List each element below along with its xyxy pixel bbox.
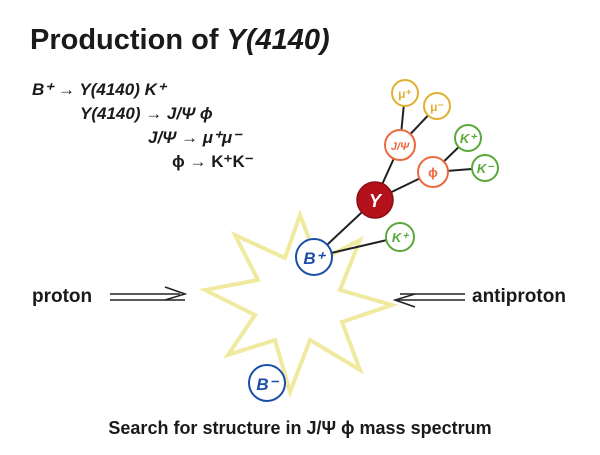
equation-1: B⁺ → Y(4140) K⁺ bbox=[32, 80, 166, 99]
equation-4: ϕ → K⁺K⁻ bbox=[172, 152, 254, 171]
svg-text:ϕ: ϕ bbox=[428, 165, 438, 180]
svg-text:Y: Y bbox=[369, 191, 383, 211]
particle-k-minus: K⁻ bbox=[471, 154, 499, 182]
svg-text:K⁻: K⁻ bbox=[477, 161, 495, 176]
equation-2: Y(4140) → J/Ψ ϕ bbox=[80, 104, 213, 123]
svg-text:J/Ψ: J/Ψ bbox=[391, 141, 410, 153]
svg-text:μ⁻: μ⁻ bbox=[430, 100, 444, 114]
particle-b-minus: B⁻ bbox=[248, 364, 286, 402]
proton-label: proton bbox=[32, 286, 93, 307]
particle-mu-plus: μ⁺ bbox=[391, 79, 419, 107]
antiproton-label: antiproton bbox=[472, 286, 566, 307]
equation-3: J/Ψ → μ⁺μ⁻ bbox=[148, 128, 242, 147]
particle-jpsi: J/Ψ bbox=[384, 129, 416, 161]
caption: Search for structure in J/Ψ ϕ mass spect… bbox=[108, 418, 492, 438]
particle-k-plus-1: K⁺ bbox=[454, 124, 482, 152]
particle-y: Y bbox=[356, 181, 394, 219]
title-prefix: Production of bbox=[30, 24, 227, 56]
particle-b-plus: B⁺ bbox=[295, 238, 333, 276]
antiproton-arrow bbox=[392, 293, 465, 308]
svg-text:K⁺: K⁺ bbox=[392, 230, 410, 245]
svg-text:K⁺: K⁺ bbox=[460, 131, 478, 146]
particle-phi: ϕ bbox=[417, 156, 449, 188]
svg-text:B⁻: B⁻ bbox=[256, 375, 279, 394]
particle-mu-minus: μ⁻ bbox=[423, 92, 451, 120]
collision-star bbox=[198, 209, 399, 399]
page-title: Production of Y(4140) bbox=[30, 24, 330, 57]
title-particle: Y(4140) bbox=[226, 24, 330, 56]
svg-text:B⁺: B⁺ bbox=[303, 249, 326, 268]
proton-arrow bbox=[110, 286, 188, 301]
svg-text:μ⁺: μ⁺ bbox=[398, 87, 412, 101]
particle-k-plus-2: K⁺ bbox=[385, 222, 415, 252]
